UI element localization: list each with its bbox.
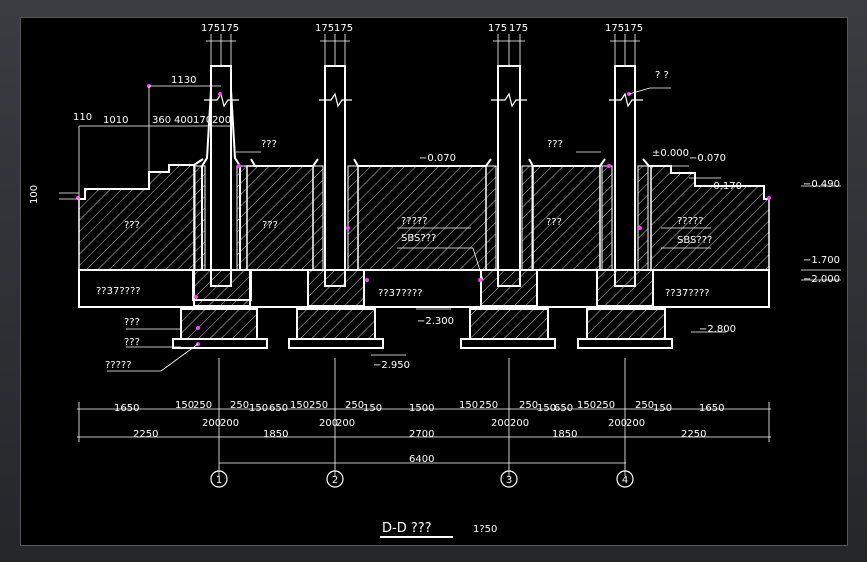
dim-top-3b: 175 [509, 23, 528, 34]
dim-1130: 1130 [171, 75, 196, 86]
label-left-2: ??? [124, 337, 140, 348]
label-soil-3: ??? [546, 217, 562, 228]
d1-c: 650 [269, 403, 288, 414]
d1-d1: 150 [290, 400, 309, 411]
axis-label-3: 3 [506, 475, 512, 486]
dim-top-4: 175 [605, 23, 624, 34]
d2-d2: 200 [336, 418, 355, 429]
label-q5a: ????? [401, 216, 428, 227]
elev-2950: −2.950 [373, 360, 410, 371]
dim-top-2b: 175 [334, 23, 353, 34]
label-top-left: ??? [261, 139, 277, 150]
d1-h2: 250 [596, 400, 615, 411]
dim-top-3: 175 [488, 23, 507, 34]
elev-070b: −0.070 [689, 153, 726, 164]
label-soil-1: ??? [124, 220, 140, 231]
elev-2300: −2.300 [417, 316, 454, 327]
break-symbols [204, 92, 643, 108]
label-top-right: ??? [547, 139, 563, 150]
d1-e: 1500 [409, 403, 434, 414]
d1-f2: 250 [479, 400, 498, 411]
d2-i: 2250 [681, 429, 706, 440]
label-beam-3: ??37???? [665, 288, 710, 299]
dim-200: 200 [212, 115, 231, 126]
dim-1010: 1010 [103, 115, 128, 126]
d1-a: 1650 [114, 403, 139, 414]
label-sbs-a: SBS??? [401, 233, 436, 244]
d1-g: 650 [554, 403, 573, 414]
elev-000: ±0.000 [652, 148, 689, 159]
d1-d4: 150 [363, 403, 382, 414]
d1-b4: 150 [249, 403, 268, 414]
dim-total: 6400 [409, 454, 434, 465]
label-q5b: ????? [677, 216, 704, 227]
pier-2 [288, 65, 384, 349]
axis-label-2: 2 [332, 475, 338, 486]
dim-top-1: 175 [201, 23, 220, 34]
d1-b1: 150 [175, 400, 194, 411]
d1-f3: 250 [519, 400, 538, 411]
label-sbs-b: SBS??? [677, 235, 712, 246]
d1-f4: 150 [537, 403, 556, 414]
dim-170: 170 [193, 115, 212, 126]
pier-4 [577, 65, 673, 349]
dim-400: 400 [174, 115, 193, 126]
d1-i: 1650 [699, 403, 724, 414]
d2-b2: 200 [220, 418, 239, 429]
magenta-marks [76, 84, 771, 346]
elev-170: −0.170 [705, 181, 742, 192]
section-drawing: 1 2 3 4 175 175 175 175 175 175 175 175 … [29, 23, 841, 538]
dim-110: 110 [73, 112, 92, 123]
drawing-title: D-D ??? [382, 521, 432, 536]
dim-top-4b: 175 [624, 23, 643, 34]
label-left-3: ????? [105, 360, 132, 371]
d2-g: 1850 [552, 429, 577, 440]
elev-1700: −1.700 [803, 255, 840, 266]
d1-d2: 250 [309, 400, 328, 411]
d2-d1: 200 [319, 418, 338, 429]
d1-b2: 250 [193, 400, 212, 411]
drawing-scale: 1?50 [473, 524, 497, 535]
d2-h1: 200 [608, 418, 627, 429]
elev-2800: −2.800 [699, 324, 736, 335]
dim-top-1b: 175 [220, 23, 239, 34]
drawing-canvas: 1 2 3 4 175 175 175 175 175 175 175 175 … [20, 17, 848, 546]
dim-top-2: 175 [315, 23, 334, 34]
elev-070a: −0.070 [419, 153, 456, 164]
label-beam-1: ??37???? [96, 286, 141, 297]
dim-360: 360 [152, 115, 171, 126]
axis-label-1: 1 [216, 475, 222, 486]
d1-f1: 150 [459, 400, 478, 411]
d2-f1: 200 [491, 418, 510, 429]
d2-c: 1850 [263, 429, 288, 440]
dimension-lines [59, 34, 841, 476]
d1-h3: 250 [635, 400, 654, 411]
d1-d3: 250 [345, 400, 364, 411]
axis-bubbles [210, 470, 634, 488]
d2-h2: 200 [626, 418, 645, 429]
elev-490: −0.490 [803, 179, 840, 190]
label-beam-2: ??37???? [378, 288, 423, 299]
d1-h4: 150 [653, 403, 672, 414]
d1-h1: 150 [577, 400, 596, 411]
pier-3 [460, 65, 556, 349]
d1-b3: 250 [230, 400, 249, 411]
elev-2000: −2.000 [803, 274, 840, 285]
d2-b1: 200 [202, 418, 221, 429]
label-qq: ? ? [655, 70, 669, 81]
d2-f2: 200 [510, 418, 529, 429]
label-soil-2: ??? [262, 220, 278, 231]
label-left-1: ??? [124, 317, 140, 328]
axis-label-4: 4 [622, 475, 628, 486]
dim-100: 100 [29, 185, 40, 204]
d2-e: 2700 [409, 429, 434, 440]
d2-a: 2250 [133, 429, 158, 440]
pier-1 [172, 65, 268, 349]
